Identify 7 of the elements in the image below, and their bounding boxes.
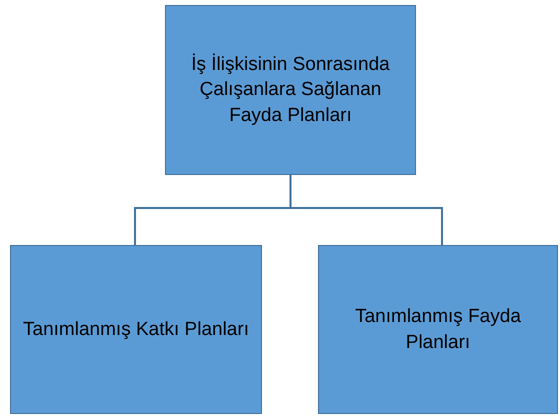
process-box [165,5,416,175]
connector-line [290,175,443,245]
process-box [10,245,262,414]
process-box [318,245,558,414]
box-text: Tanımlanmış Fayda Planları [354,304,522,354]
box-text: İş İlişkisinin Sonrasında Çalışanlara Sağlanan Fayda Planları [190,52,391,128]
box-text: Tanımlanmış Katkı Planları [23,318,249,342]
